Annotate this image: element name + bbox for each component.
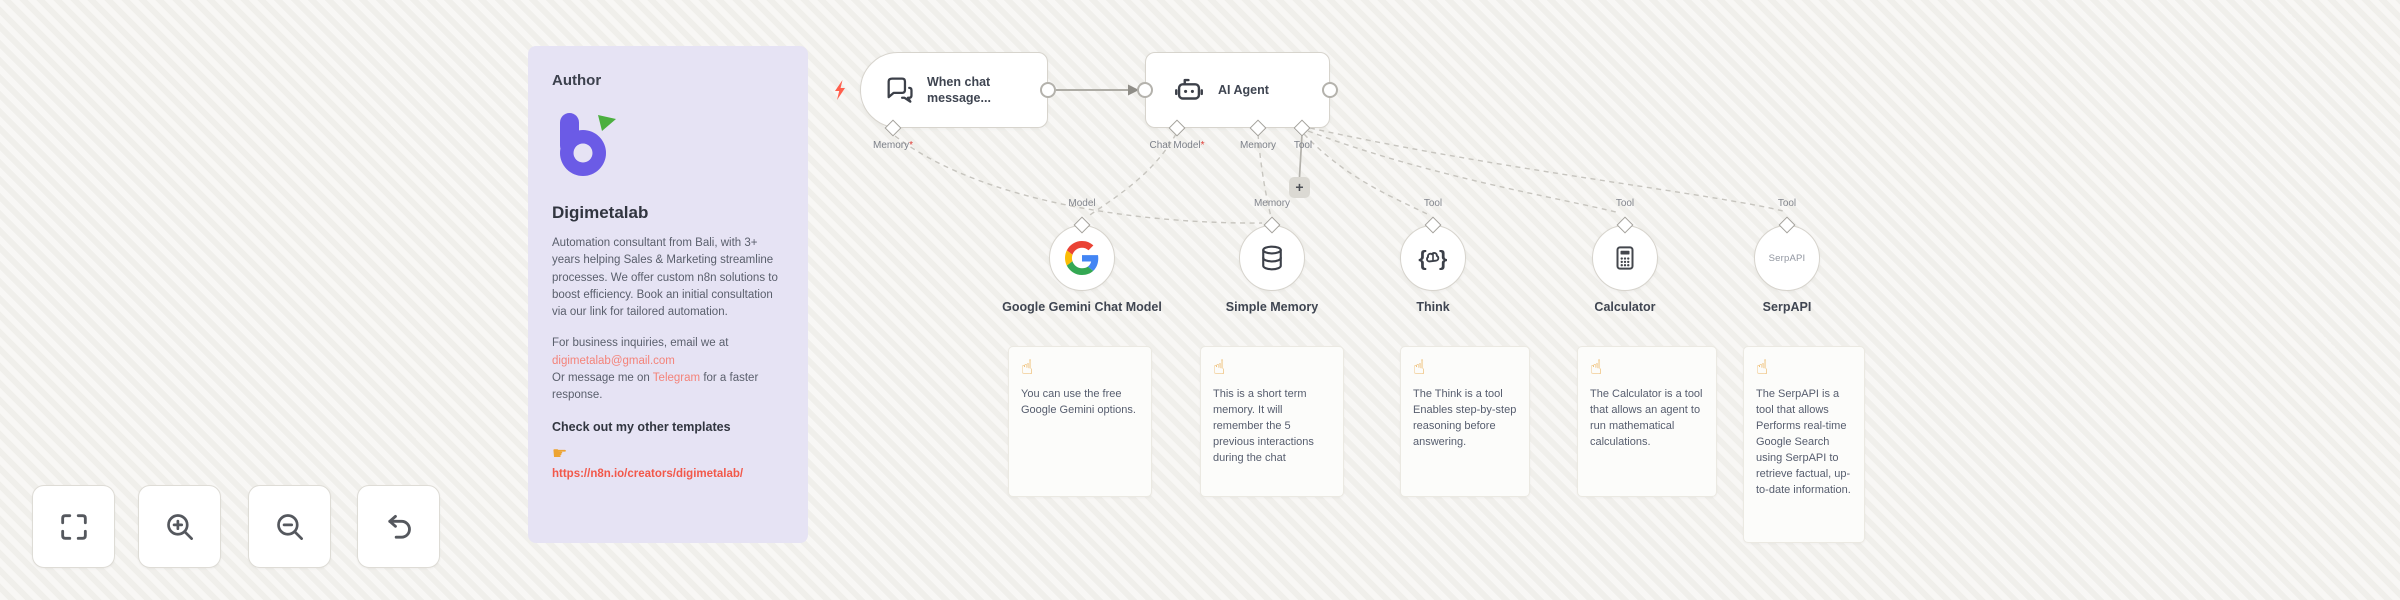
trigger-bolt-icon [835,80,845,100]
subnode-type-label: Memory [1253,198,1291,209]
hand-up-icon: ☝ [1021,357,1034,379]
subnode-calculator[interactable] [1592,225,1658,291]
subnode-type-label: Tool [1423,198,1443,209]
hand-up-icon: ☝ [1756,357,1769,379]
hand-up-icon: ☝ [1590,357,1603,379]
creator-profile-link[interactable]: https://n8n.io/creators/digimetalab/ [552,468,744,481]
sticky-note-memory[interactable]: ☝ This is a short term memory. It will r… [1200,346,1344,497]
templates-heading: Check out my other templates [552,420,731,435]
sticky-note-calculator[interactable]: ☝ The Calculator is a tool that allows a… [1577,346,1717,497]
hand-up-icon: ☝ [1413,357,1426,379]
sticky-note-text: You can use the free Google Gemini optio… [1021,388,1136,416]
sticky-note-gemini[interactable]: ☝ You can use the free Google Gemini opt… [1008,346,1152,497]
hand-up-icon: ☝ [1213,357,1226,379]
robot-icon [1175,78,1203,100]
agent-memory-label: Memory [1239,140,1277,151]
author-heading: Author [552,72,602,89]
author-name: Digimetalab [552,203,649,222]
sticky-note-serpapi[interactable]: ☝ The SerpAPI is a tool that allows Perf… [1743,346,1865,543]
email-link[interactable]: digimetalab@gmail.com [552,354,675,367]
subnode-serpapi[interactable]: SerpAPI [1754,225,1820,291]
zoom-out-button[interactable] [248,485,331,568]
database-icon [1262,245,1282,271]
telegram-link[interactable]: Telegram [652,371,701,384]
subnode-name: Think [1416,300,1450,314]
trigger-output-port[interactable] [1040,82,1056,98]
fit-view-button[interactable] [32,485,115,568]
chat-bubbles-icon [887,77,913,103]
subnode-think[interactable]: { } [1400,225,1466,291]
author-contact: For business inquiries, email we at digi… [552,335,784,404]
undo-button[interactable] [357,485,440,568]
author-panel: Author Digimetalab Automation consultant… [528,46,808,543]
node-label: When chat message... [927,74,991,105]
agent-tool-label: Tool [1293,140,1313,151]
subnode-name: Simple Memory [1225,300,1319,314]
agent-chat-model-label: Chat Model* [1149,140,1205,151]
subnode-type-label: Tool [1615,198,1635,209]
sticky-note-text: This is a short term memory. It will rem… [1213,388,1314,464]
subnode-name: Google Gemini Chat Model [1002,300,1162,314]
brain-braces-icon: { } [1418,246,1447,270]
sticky-note-text: The Calculator is a tool that allows an … [1590,388,1703,448]
author-bio: Automation consultant from Bali, with 3+… [552,237,778,318]
agent-output-port[interactable] [1322,82,1338,98]
agent-input-port[interactable] [1137,82,1153,98]
node-when-chat-message[interactable]: When chat message... [860,52,1048,128]
calculator-icon [1616,246,1634,270]
sticky-note-text: The SerpAPI is a tool that allows Perfor… [1756,388,1851,496]
sticky-note-think[interactable]: ☝ The Think is a tool Enables step-by-st… [1400,346,1530,497]
pointing-hand-icon: ☛ [552,444,568,464]
subnode-name: SerpAPI [1762,300,1812,314]
trigger-memory-label: Memory* [872,140,914,151]
subnode-google-gemini-chat-model[interactable] [1049,225,1115,291]
node-label: AI Agent [1218,82,1269,97]
sticky-note-text: The Think is a tool Enables step-by-step… [1413,388,1517,448]
subnode-type-label: Tool [1777,198,1797,209]
svg-text:}: } [1439,246,1447,270]
zoom-in-icon [166,513,193,540]
digimetalab-logo-icon [560,113,616,176]
undo-icon [387,514,411,539]
svg-text:{: { [1418,246,1426,270]
contact-suffix: for a faster response. [552,371,759,401]
zoom-out-icon [276,513,303,540]
subnode-name: Calculator [1594,300,1656,314]
google-g-icon [1065,241,1099,275]
zoom-in-button[interactable] [138,485,221,568]
node-ai-agent[interactable]: AI Agent [1145,52,1330,128]
contact-mid: Or message me on [552,371,650,384]
serpapi-wordmark: SerpAPI [1768,252,1806,264]
add-tool-button[interactable]: + [1289,177,1310,198]
fit-view-icon [60,513,87,540]
subnode-simple-memory[interactable] [1239,225,1305,291]
subnode-type-label: Model [1068,198,1096,209]
contact-prefix: For business inquiries, email we at [552,337,729,350]
